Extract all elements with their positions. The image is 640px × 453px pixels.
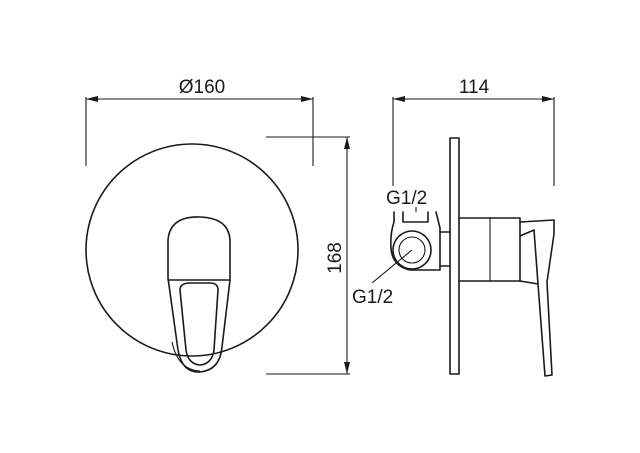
height-arrow-bottom: [344, 362, 350, 374]
cover-plate-outline: [85, 143, 299, 357]
diameter-arrow-left: [86, 96, 98, 102]
inlet-port-outer: [392, 230, 432, 270]
side-view: G1/2 G1/2: [352, 137, 555, 377]
diameter-label: Ø160: [179, 77, 225, 98]
lever-edge-detail: [171, 341, 201, 372]
height-label: 168: [325, 242, 346, 274]
depth-label: 114: [459, 77, 490, 98]
height-arrow-top: [344, 137, 350, 149]
height-dimension: 168: [266, 136, 350, 375]
lever-side-profile: [519, 219, 555, 377]
thread-top-label: G1/2: [386, 188, 427, 209]
thread-bottom-label: G1/2: [352, 287, 393, 308]
depth-arrow-left: [393, 96, 405, 102]
lever-handle-outline: [167, 216, 231, 373]
thread-bottom-leader: [371, 249, 413, 284]
depth-arrow-right: [542, 96, 554, 102]
lever-side-inner-line: [519, 229, 539, 285]
inlet-port-inner: [398, 236, 426, 264]
diameter-dimension: Ø160: [85, 77, 314, 166]
wall-plate-outline: [449, 137, 460, 375]
outlet-thread-stub: [402, 211, 429, 223]
lever-grip-recess: [179, 282, 219, 366]
diameter-arrow-right: [301, 96, 313, 102]
connector-block-outline: [390, 211, 441, 271]
depth-dimension: 114: [392, 77, 555, 186]
front-view: [85, 143, 299, 373]
